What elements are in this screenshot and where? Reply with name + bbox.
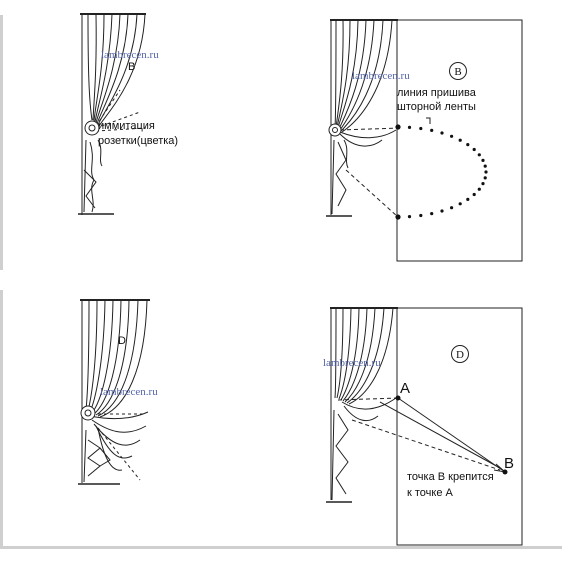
tape-line-dot: [440, 131, 444, 135]
panel-3-letter: D: [118, 335, 126, 347]
frame-bar-left-bottom: [0, 290, 3, 548]
tape-line-dot: [395, 214, 401, 220]
panel-2-circle-label: B: [449, 62, 467, 80]
tape-line-dot: [481, 158, 485, 162]
panel-4-circle-label: D: [451, 345, 469, 363]
tape-line-dot: [395, 124, 401, 130]
panel-1-letter: B: [128, 61, 136, 73]
panel-4-note-line-2: к точке A: [407, 487, 453, 499]
panel-1-note-line-1: иммитация: [98, 120, 155, 132]
panel-1-rosette: [84, 120, 100, 136]
tape-line-dot: [419, 213, 423, 218]
tape-line-dot: [484, 170, 488, 174]
tape-line-dot: [407, 125, 412, 129]
panel-2-dotted-tape-line: [395, 124, 488, 220]
panel-3-rosette: [80, 405, 96, 421]
frame-bar-bottom: [0, 546, 562, 549]
tape-line-dot: [450, 134, 454, 138]
tape-line-dot: [483, 176, 487, 180]
panel-4-points: [395, 395, 508, 475]
watermark-3: lambrecen.ru: [100, 386, 158, 398]
tape-line-dot: [466, 143, 470, 147]
panel-3-curtain: [78, 299, 150, 485]
panel-2-note-line-2: шторной ленты: [397, 101, 476, 113]
tape-line-dot: [419, 126, 423, 131]
panel-4-note-line-1: точка B крепится: [407, 471, 494, 483]
tape-line-dot: [472, 147, 476, 152]
tape-line-dot: [430, 128, 434, 132]
tape-line-dot: [472, 192, 476, 197]
panel-4-drawing: [326, 307, 523, 546]
panel-2-note-line-1: линия пришива: [397, 87, 476, 99]
tape-line-dot: [481, 182, 485, 186]
tape-line-dot: [477, 187, 481, 191]
frame-bar-left-top: [0, 15, 3, 270]
panel-4-point-a: A: [400, 380, 411, 397]
tape-line-dot: [466, 197, 470, 201]
tape-line-dot: [450, 206, 454, 210]
tape-line-dot: [477, 153, 481, 157]
tape-line-dot: [458, 138, 462, 142]
panel-1-note-line-2: розетки(цветка): [98, 135, 179, 147]
tape-line-dot: [440, 209, 444, 213]
watermark-2: lambrecen.ru: [352, 70, 410, 82]
tape-line-dot: [430, 212, 434, 216]
tape-line-dot: [458, 202, 462, 206]
tape-line-dot: [407, 215, 412, 219]
panel-2-drawing: [326, 19, 523, 262]
tape-line-dot: [483, 164, 487, 168]
panel-1-curtain: [78, 13, 147, 215]
panel-2-rosette: [328, 123, 342, 137]
panel-4-point-b: B: [504, 455, 515, 472]
watermark-4: lambrecen.ru: [323, 357, 381, 369]
watermark-1: lambrecen.ru: [101, 49, 159, 61]
